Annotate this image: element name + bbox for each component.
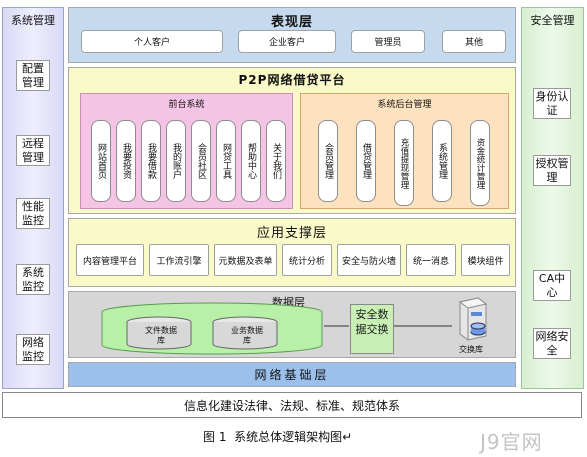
standards-text: 信息化建设法律、法规、标准、规范体系 [183,398,400,413]
front-item-borrow: 我要借款 [141,120,161,202]
system-management-title: 系统管理 [11,14,55,27]
presentation-layer: 表现层 个人客户 企业客户 管理员 其他 [68,7,516,63]
back-item-member: 会员管理 [318,120,338,202]
db1-label: 文件数据库 [145,326,177,345]
authorization-box: 授权管理 [533,155,571,186]
security-management-title: 安全管理 [530,14,575,27]
db2-body [213,322,277,344]
watermark: J9官网 [480,430,543,454]
back-item-loan: 借贷管理 [356,120,376,202]
front-item-tools: 网贷工具 [216,120,236,202]
performance-monitoring-box: 性能监控 [16,198,50,229]
support-components: 模块组件 [461,244,510,276]
exchange-connectors [324,325,452,327]
back-item-funds: 资金统计管理 [470,120,490,206]
support-messaging: 统一消息 [406,244,456,276]
system-management-panel: 系统管理 配置管理 远程管理 性能监控 系统监控 网络监控 [2,7,64,389]
app-support-title: 应用支撑层 [256,226,327,241]
standards-bar: 信息化建设法律、法规、标准、规范体系 [2,392,582,418]
back-system-title: 系统后台管理 [377,100,432,110]
back-item-recharge: 充值提现管理 [394,120,414,206]
network-base-title: 网络基础层 [254,368,330,382]
other-box: 其他 [442,30,506,53]
back-system-panel: 系统后台管理 会员管理 借贷管理 充值提现管理 系统管理 资金统计管理 [300,93,509,209]
remote-management-box: 远程管理 [16,135,50,166]
support-workflow: 工作流引擎 [149,244,209,276]
personal-client-box: 个人客户 [81,30,223,53]
db1-body [127,322,191,344]
secure-data-exchange-box: 安全数据交换 [350,304,394,354]
database-cylinder-group [101,302,323,355]
system-monitoring-box: 系统监控 [16,264,50,295]
front-item-home: 网站首页 [91,120,111,202]
support-statistics: 统计分析 [282,244,332,276]
administrator-box: 管理员 [351,30,425,53]
p2p-platform-layer: P2P网络借贷平台 前台系统 网站首页 我要投资 我要借款 我的账户 会员社区 … [68,67,516,214]
p2p-platform-title: P2P网络借贷平台 [238,73,346,87]
front-item-account: 我的账户 [166,120,186,202]
network-monitoring-box: 网络监控 [16,334,50,365]
exchange-db-label: 交换库 [459,345,483,354]
figure-caption: 图 1 系统总体逻辑架构图↵ [203,430,353,444]
front-system-panel: 前台系统 网站首页 我要投资 我要借款 我的账户 会员社区 网贷工具 帮助中心 … [80,93,293,209]
db2-label: 业务数据库 [231,326,263,345]
network-base-layer: 网络基础层 [68,362,516,387]
front-item-invest: 我要投资 [116,120,136,202]
data-layer: 数据层 文件数据库 业务数据库 安全数据交换 交换库 [68,291,516,358]
front-item-community: 会员社区 [191,120,211,202]
exchange-server-icon [458,297,488,341]
front-system-title: 前台系统 [168,100,205,110]
support-security: 安全与防火墙 [337,244,401,276]
security-management-panel: 安全管理 身份认证 授权管理 CA中心 网络安全 [521,7,584,389]
ca-center-box: CA中心 [533,270,571,301]
front-item-help: 帮助中心 [241,120,261,202]
identity-auth-box: 身份认证 [533,88,571,119]
back-item-system: 系统管理 [432,120,452,202]
support-metadata: 元数据及表单 [214,244,277,276]
presentation-layer-title: 表现层 [270,15,313,30]
enterprise-client-box: 企业客户 [238,30,336,53]
support-cms: 内容管理平台 [76,244,144,276]
app-support-layer: 应用支撑层 内容管理平台 工作流引擎 元数据及表单 统计分析 安全与防火墙 统一… [68,218,516,287]
network-security-box: 网络安全 [533,328,571,359]
front-item-about: 关于我们 [266,120,286,202]
config-management-box: 配置管理 [16,60,50,91]
